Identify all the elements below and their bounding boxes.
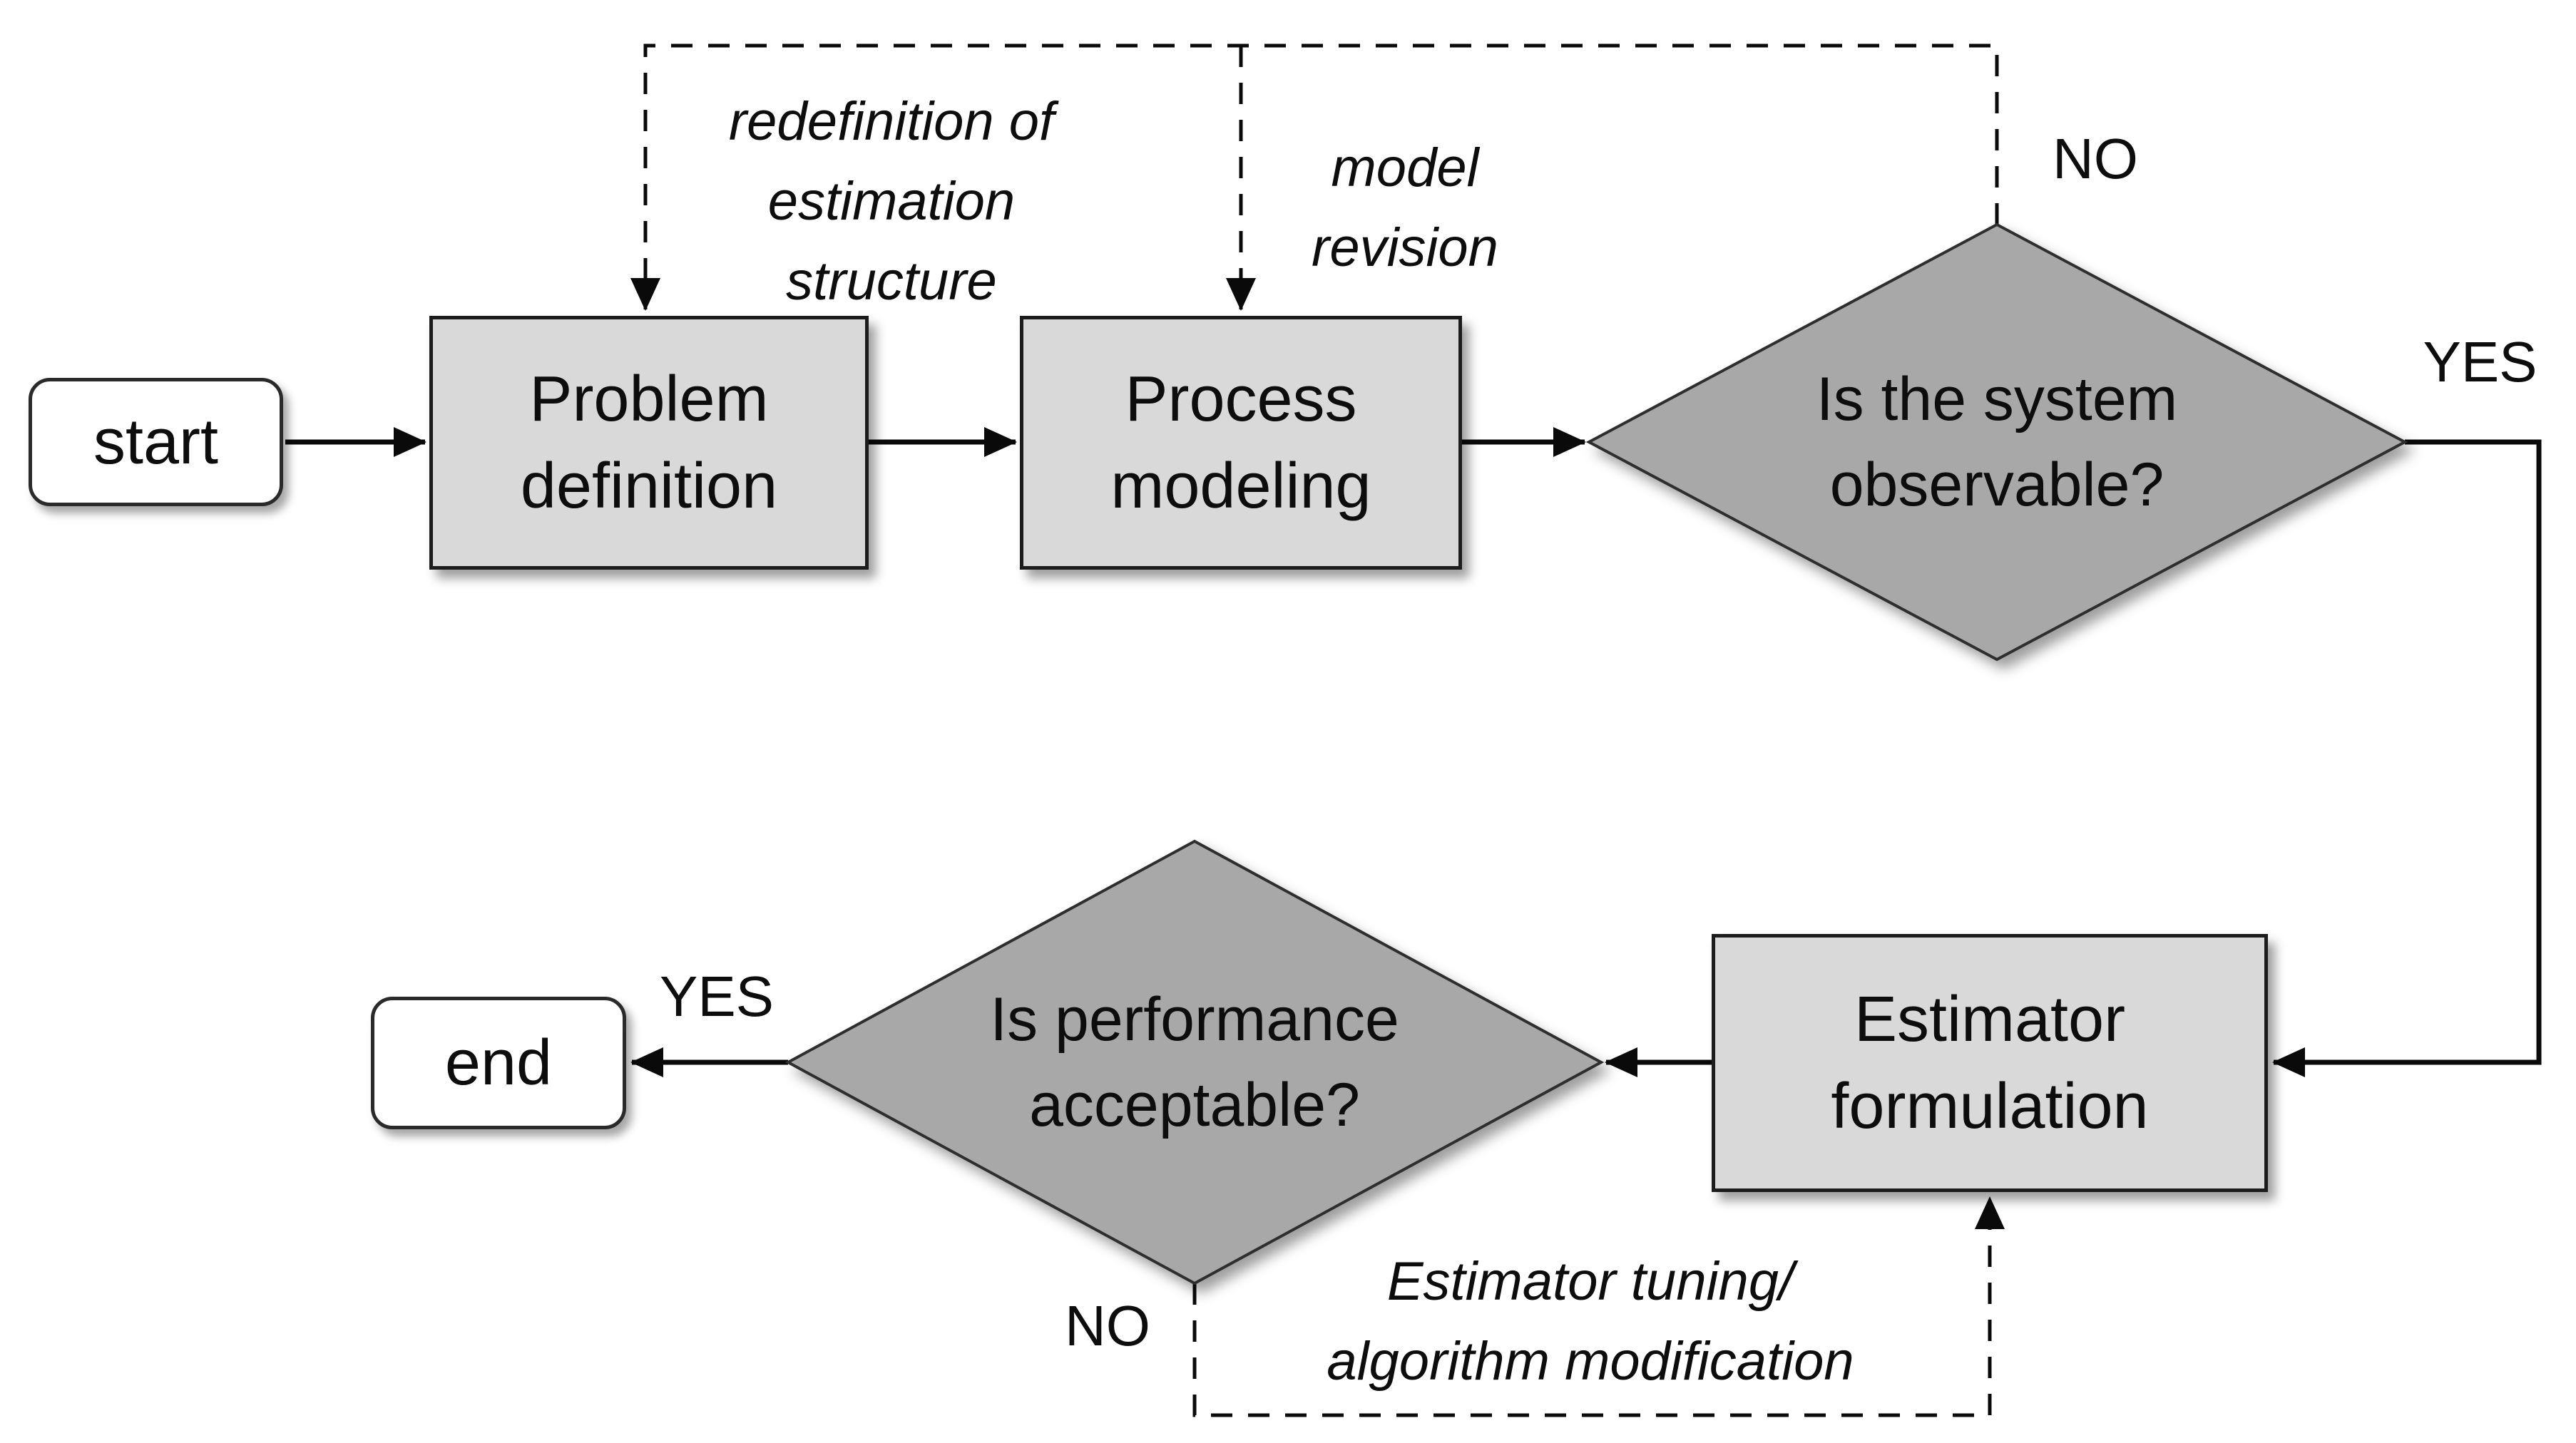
branch-label-performance-no: NO: [1065, 1294, 1150, 1357]
node-end: end: [371, 997, 626, 1129]
note-redefinition-line1: redefinition of: [728, 91, 1055, 152]
node-estimator-formulation: Estimator formulation: [1712, 934, 2268, 1192]
note-redefinition-line3: structure: [786, 251, 997, 312]
branch-label-performance-yes: YES: [659, 964, 775, 1028]
decision-observable-shape: [1585, 222, 2408, 662]
note-estimator-tuning-line2: algorithm modification: [1327, 1331, 1854, 1392]
decision-performance-label: Is performance acceptable?: [990, 985, 1399, 1139]
node-problem-definition: Problem definition: [429, 316, 869, 570]
note-model-revision-line2: revision: [1312, 217, 1498, 278]
note-model-revision: model revision: [1277, 128, 1533, 288]
note-redefinition-line2: estimation: [767, 171, 1016, 232]
note-estimator-tuning: Estimator tuning/ algorithm modification: [1241, 1242, 1940, 1402]
note-estimator-tuning-line1: Estimator tuning/: [1386, 1251, 1794, 1312]
branch-label-observable-yes: YES: [2423, 329, 2537, 394]
decision-performance-shape: [784, 839, 1605, 1285]
note-redefinition: redefinition of estimation structure: [663, 82, 1120, 322]
decision-observable-label: Is the system observable?: [1816, 364, 2178, 519]
branch-label-observable-no: NO: [2053, 126, 2138, 190]
edge-yes-to-estimator: [2272, 439, 2542, 1077]
edge-no-feedback-redefinition: [630, 43, 1999, 311]
node-process-modeling: Process modeling: [1020, 316, 1462, 570]
node-start: start: [29, 378, 283, 506]
note-model-revision-line1: model: [1331, 138, 1479, 198]
edge-no-feedback-estimator-tuning: [1192, 1196, 2005, 1417]
